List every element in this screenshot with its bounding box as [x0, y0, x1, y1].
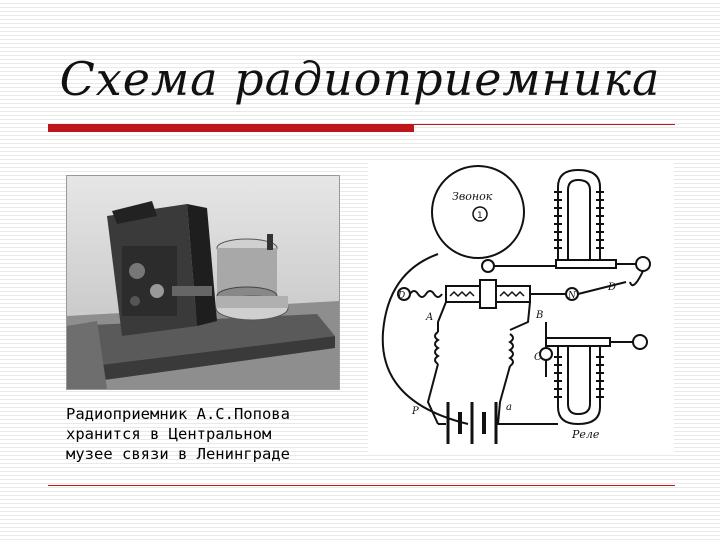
bottom-thin-rule	[48, 485, 675, 486]
caption-line-2: хранится в Центральном	[66, 425, 272, 443]
label-n: N	[567, 291, 577, 301]
receiver-schematic: Звонок 1 D N D A B	[368, 162, 674, 454]
label-b: B	[535, 310, 543, 321]
label-p: P	[411, 406, 419, 417]
label-c: C	[534, 352, 542, 363]
top-thin-rule	[48, 124, 675, 125]
bell-label: Звонок	[452, 190, 493, 203]
slide-title: Схема радиоприемника	[59, 52, 661, 106]
label-a: A	[425, 312, 433, 323]
bell-number: 1	[477, 211, 483, 221]
top-relay-coil	[557, 168, 601, 262]
label-relay: Реле	[571, 428, 600, 441]
bell-circle	[431, 165, 525, 259]
label-a-battery: a	[506, 402, 512, 413]
label-d-left: D	[397, 291, 405, 301]
photo-caption: Радиоприемник А.С.Попова хранится в Цент…	[66, 404, 356, 464]
caption-line-3: музее связи в Ленинграде	[66, 445, 290, 463]
caption-line-1: Радиоприемник А.С.Попова	[66, 405, 290, 423]
receiver-photo	[66, 175, 340, 390]
receiver-photo-drawing	[67, 176, 339, 389]
bottom-relay-coil	[557, 347, 601, 426]
label-d-right: D	[607, 282, 616, 293]
red-accent-rule	[48, 124, 414, 132]
